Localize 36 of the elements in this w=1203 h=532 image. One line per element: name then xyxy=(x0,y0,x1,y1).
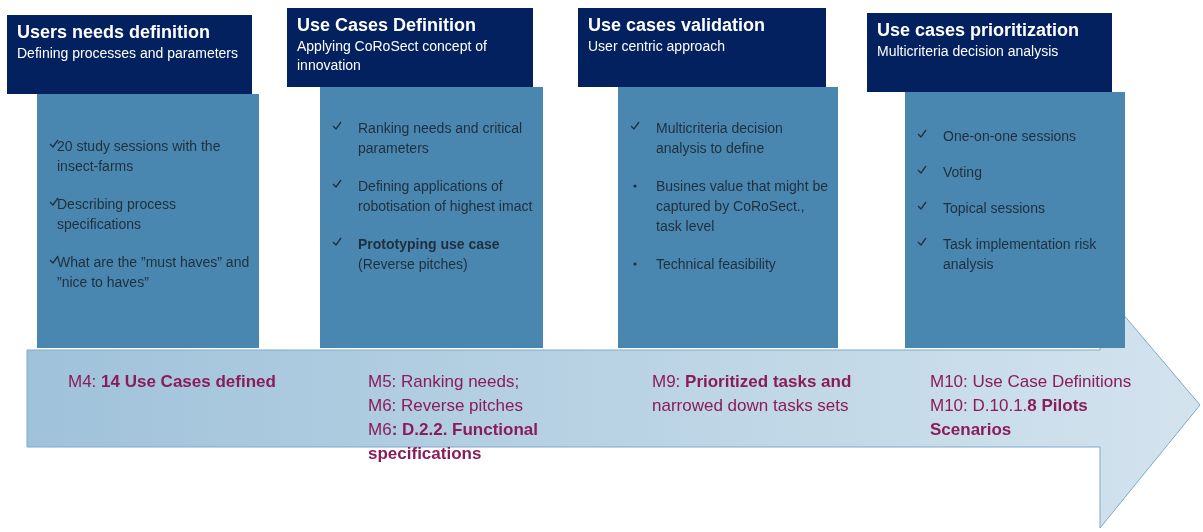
list-item-text: 20 study sessions with the insect-farms xyxy=(57,137,222,176)
stage-header xyxy=(287,8,533,87)
stage-subtitle: Applying CoRoSect concept of innovation xyxy=(297,37,488,75)
list-item-text: Describing process specifications xyxy=(57,195,178,234)
stage-header xyxy=(578,8,826,87)
stage-panel xyxy=(905,92,1125,348)
list-item-text: Multicriteria decision analysis to define xyxy=(656,119,784,158)
stage-panel xyxy=(320,87,543,348)
milestone-text: M4: 14 Use Cases defined xyxy=(68,371,277,393)
stage-header xyxy=(7,15,252,94)
list-item-text: What are the ”must haves” and ”nice to haves” xyxy=(57,253,251,292)
milestone-text: M6: D.2.2. Functional specifications xyxy=(368,419,540,465)
stage-header xyxy=(867,13,1112,92)
stage-title: Use Cases Definition xyxy=(297,14,478,36)
stage-subtitle: User centric approach xyxy=(588,37,726,56)
list-item-text: Ranking needs and critical parameters xyxy=(358,119,524,158)
stage-title: Users needs definition xyxy=(17,21,212,43)
list-item-text: Prototyping use case (Reverse pitches) xyxy=(358,235,501,274)
stage-title: Use cases prioritization xyxy=(877,19,1081,41)
list-item-text: Topical sessions xyxy=(943,199,1045,218)
stage-subtitle: Defining processes and parameters xyxy=(17,44,239,63)
stage-panel xyxy=(37,94,259,348)
milestone-text: M10: Use Case Definitions xyxy=(930,371,1133,393)
stage-panel xyxy=(618,87,838,348)
milestone-text: M10: D.10.1.8 Pilots Scenarios xyxy=(930,395,1089,441)
stage-title: Use cases validation xyxy=(588,14,767,36)
list-item-text: One-on-one sessions xyxy=(943,127,1077,146)
list-item-text: Technical feasibility xyxy=(656,255,776,274)
list-item-text: Voting xyxy=(943,163,982,182)
milestone-text: M9: Prioritized tasks and narrowed down tasks sets xyxy=(652,371,853,417)
milestone-text: M6: Reverse pitches xyxy=(368,395,524,417)
list-item-text: Busines value that might be captured by CoRoSect., task level xyxy=(656,177,829,236)
stage-subtitle: Multicriteria decision analysis xyxy=(877,42,1060,61)
list-item-text: Defining applications of robotisation of highest imact xyxy=(358,177,534,216)
milestone-text: M5: Ranking needs; xyxy=(368,371,521,393)
list-item-text: Task implementation risk analysis xyxy=(943,235,1098,274)
